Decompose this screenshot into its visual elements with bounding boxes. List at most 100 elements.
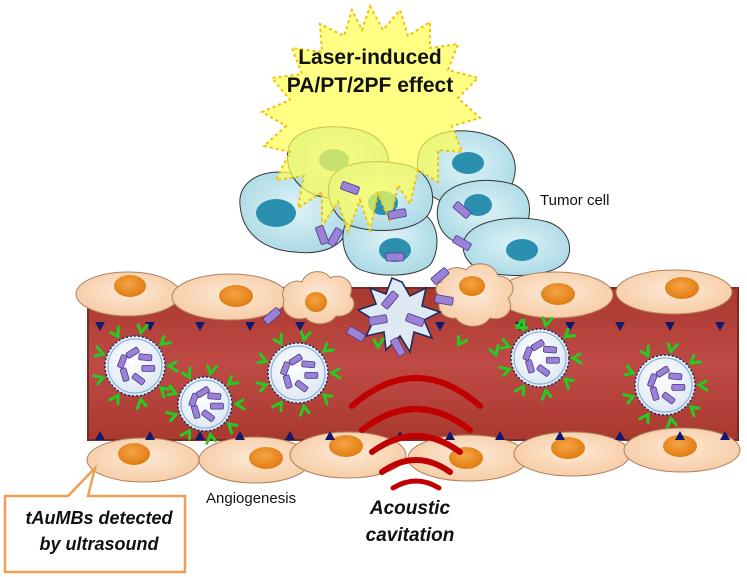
nucleus — [305, 292, 327, 312]
nucleus — [665, 277, 699, 299]
nanorod-icon — [405, 313, 425, 327]
laser-label-line1: Laser-induced — [298, 46, 442, 69]
microbubble-shell — [267, 342, 329, 404]
ligand-icon — [563, 377, 575, 390]
nucleus — [551, 437, 585, 459]
ligand-icon — [456, 335, 469, 348]
endothelial-row-bottom — [86, 427, 741, 484]
microbubbles — [92, 316, 709, 445]
microbubble-inner-ring — [513, 331, 567, 385]
angiogenesis-label: Angiogenesis — [206, 490, 297, 507]
nanorod-icon — [340, 181, 360, 195]
ligand-icon — [108, 392, 120, 406]
laser-burst-icon — [259, 3, 483, 235]
acoustic-wave-icon — [349, 375, 483, 491]
nanorod-icon — [522, 346, 533, 361]
tau-detected-label: tAuMBs detected by ultrasound — [14, 505, 184, 557]
receptor-marker — [95, 322, 105, 331]
nanorod-icon — [536, 364, 551, 377]
receptor-marker — [195, 322, 205, 331]
ligand-icon — [563, 327, 577, 339]
ligand-icon — [166, 360, 179, 373]
ligand-icon — [688, 354, 702, 365]
microbubble-inner-ring — [270, 345, 326, 401]
receptor-marker — [285, 431, 295, 440]
microbubble-icon — [622, 342, 709, 429]
ligand-icon — [639, 344, 650, 359]
receptor-marker — [145, 431, 155, 440]
ligand-icon — [321, 342, 335, 353]
ligand-icon — [488, 344, 500, 358]
microbubble-shell — [510, 328, 570, 388]
free-ligands — [372, 319, 529, 358]
nucleus — [219, 285, 253, 307]
ligand-icon — [166, 384, 179, 397]
receptor-marker — [615, 431, 625, 440]
nucleus — [114, 275, 146, 297]
receptor-marker — [235, 431, 245, 440]
ligand-icon — [158, 335, 172, 346]
ligand-icon — [233, 398, 246, 411]
nanorod-icon — [207, 392, 222, 401]
ligand-icon — [181, 366, 192, 380]
nanorod-icon — [280, 361, 291, 376]
tau-label-line1: tAuMBs detected — [25, 508, 173, 528]
ligand-icon — [329, 367, 342, 380]
nanorod-icon — [368, 314, 388, 326]
nucleus — [541, 283, 575, 305]
nucleus — [329, 435, 363, 457]
nanorod-icon — [141, 364, 156, 372]
receptor-marker — [495, 431, 505, 440]
nanorod-icon — [530, 339, 545, 351]
nanorod-icon — [346, 326, 366, 342]
nanorod-icon — [387, 208, 407, 220]
nanorod-icon — [288, 353, 303, 366]
tumor-nucleus — [506, 239, 538, 261]
microbubble-shell — [104, 335, 166, 397]
ligand-icon — [93, 345, 106, 358]
laser-effect-label: Laser-induced PA/PT/2PF effect — [250, 44, 490, 100]
ligand-icon — [541, 316, 554, 329]
receptor-marker — [435, 322, 445, 331]
receptor-marker — [615, 322, 625, 331]
nucleus — [118, 443, 150, 465]
ligand-icon — [298, 403, 311, 417]
ligand-icon — [272, 332, 283, 347]
tau-callout — [3, 463, 187, 574]
ligand-icon — [666, 342, 679, 355]
nanorod-icon — [385, 252, 405, 262]
acoustic-label-line1: Acoustic — [369, 498, 451, 519]
nanorod-icon — [315, 225, 329, 245]
nanorod-icon — [195, 386, 210, 398]
nanorod-icon — [262, 307, 282, 325]
nanorod-icon — [125, 346, 140, 359]
tumor-cell-label: Tumor cell — [540, 192, 610, 209]
nanorod-icon — [210, 402, 224, 410]
nucleus — [459, 276, 485, 296]
ligand-icon — [638, 411, 650, 425]
ligand-icon — [622, 393, 636, 405]
nanorod-icon — [452, 201, 472, 219]
nanorod-icon — [304, 371, 319, 379]
tau-label-line2: by ultrasound — [39, 534, 159, 554]
receptor-marker — [325, 431, 335, 440]
nucleus — [663, 435, 697, 457]
nanorod-icon — [452, 235, 472, 251]
ligand-icon — [226, 375, 240, 386]
receptor-marker — [195, 431, 205, 440]
ligand-icon — [321, 392, 334, 406]
receptor-marker — [445, 431, 455, 440]
receptor-marker — [565, 322, 575, 331]
nanorod-icon — [188, 392, 199, 407]
receptor-marker — [720, 431, 730, 440]
ligand-icon — [255, 381, 269, 393]
tumor-nucleus — [464, 194, 492, 216]
ligand-icon — [499, 337, 512, 350]
ligand-icon — [696, 379, 709, 392]
receptor-marker — [245, 322, 255, 331]
nanorod-icon — [671, 383, 686, 391]
receptor-marker — [95, 431, 105, 440]
receptor-marker — [555, 431, 565, 440]
ligand-icon — [299, 330, 312, 343]
